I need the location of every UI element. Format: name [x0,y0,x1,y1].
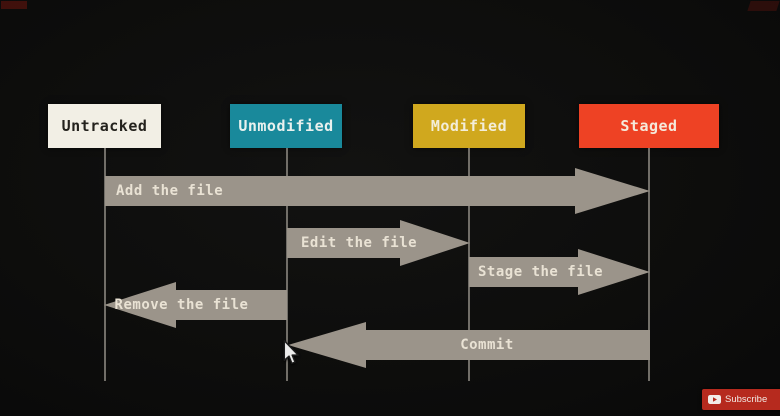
arrow-label-strip: Stage the file [469,257,650,287]
state-box-staged: Staged [579,104,719,148]
arrow-label: Remove the file [114,297,249,313]
arrow-head [578,249,650,295]
arrow-shaft [469,257,578,287]
arrow-label-strip: Add the file [105,176,650,206]
arrow-shaft [176,290,287,320]
subscribe-button[interactable]: Subscribe [702,389,780,410]
arrow-label: Add the file [116,183,224,199]
timeline-line-untracked [104,148,106,381]
arrow-head [104,282,176,328]
transition-arrow-stage-the-file: Stage the file [469,249,650,295]
transition-arrow-edit-the-file: Edit the file [287,220,470,266]
state-label: Untracked [61,117,148,135]
arrow-shaft [105,176,575,206]
arrow-head [288,322,366,368]
corner-mark-top-right [747,1,780,11]
arrow-shaft [287,228,400,258]
arrow-label: Stage the file [478,264,604,280]
timeline-line-unmodified [286,148,288,381]
corner-mark-top-left [1,1,27,9]
state-label: Staged [620,117,678,135]
arrow-label-strip: Remove the file [90,290,273,320]
transition-arrow-add-the-file: Add the file [105,168,650,214]
arrow-label-strip: Commit [306,330,668,360]
arrow-label: Commit [460,337,514,353]
state-label: Unmodified [238,117,334,135]
transition-arrow-commit: Commit [288,322,650,368]
subscribe-label: Subscribe [725,394,768,405]
transition-arrow-remove-the-file: Remove the file [104,282,287,328]
arrow-label-strip: Edit the file [287,228,470,258]
mouse-cursor-icon [283,340,299,365]
youtube-play-icon [708,395,721,404]
arrow-head [400,220,470,266]
state-box-modified: Modified [413,104,525,148]
arrow-shaft [366,330,650,360]
state-box-unmodified: Unmodified [230,104,342,148]
state-box-untracked: Untracked [48,104,161,148]
arrow-head [575,168,650,214]
arrow-label: Edit the file [301,235,418,251]
state-label: Modified [430,117,508,135]
